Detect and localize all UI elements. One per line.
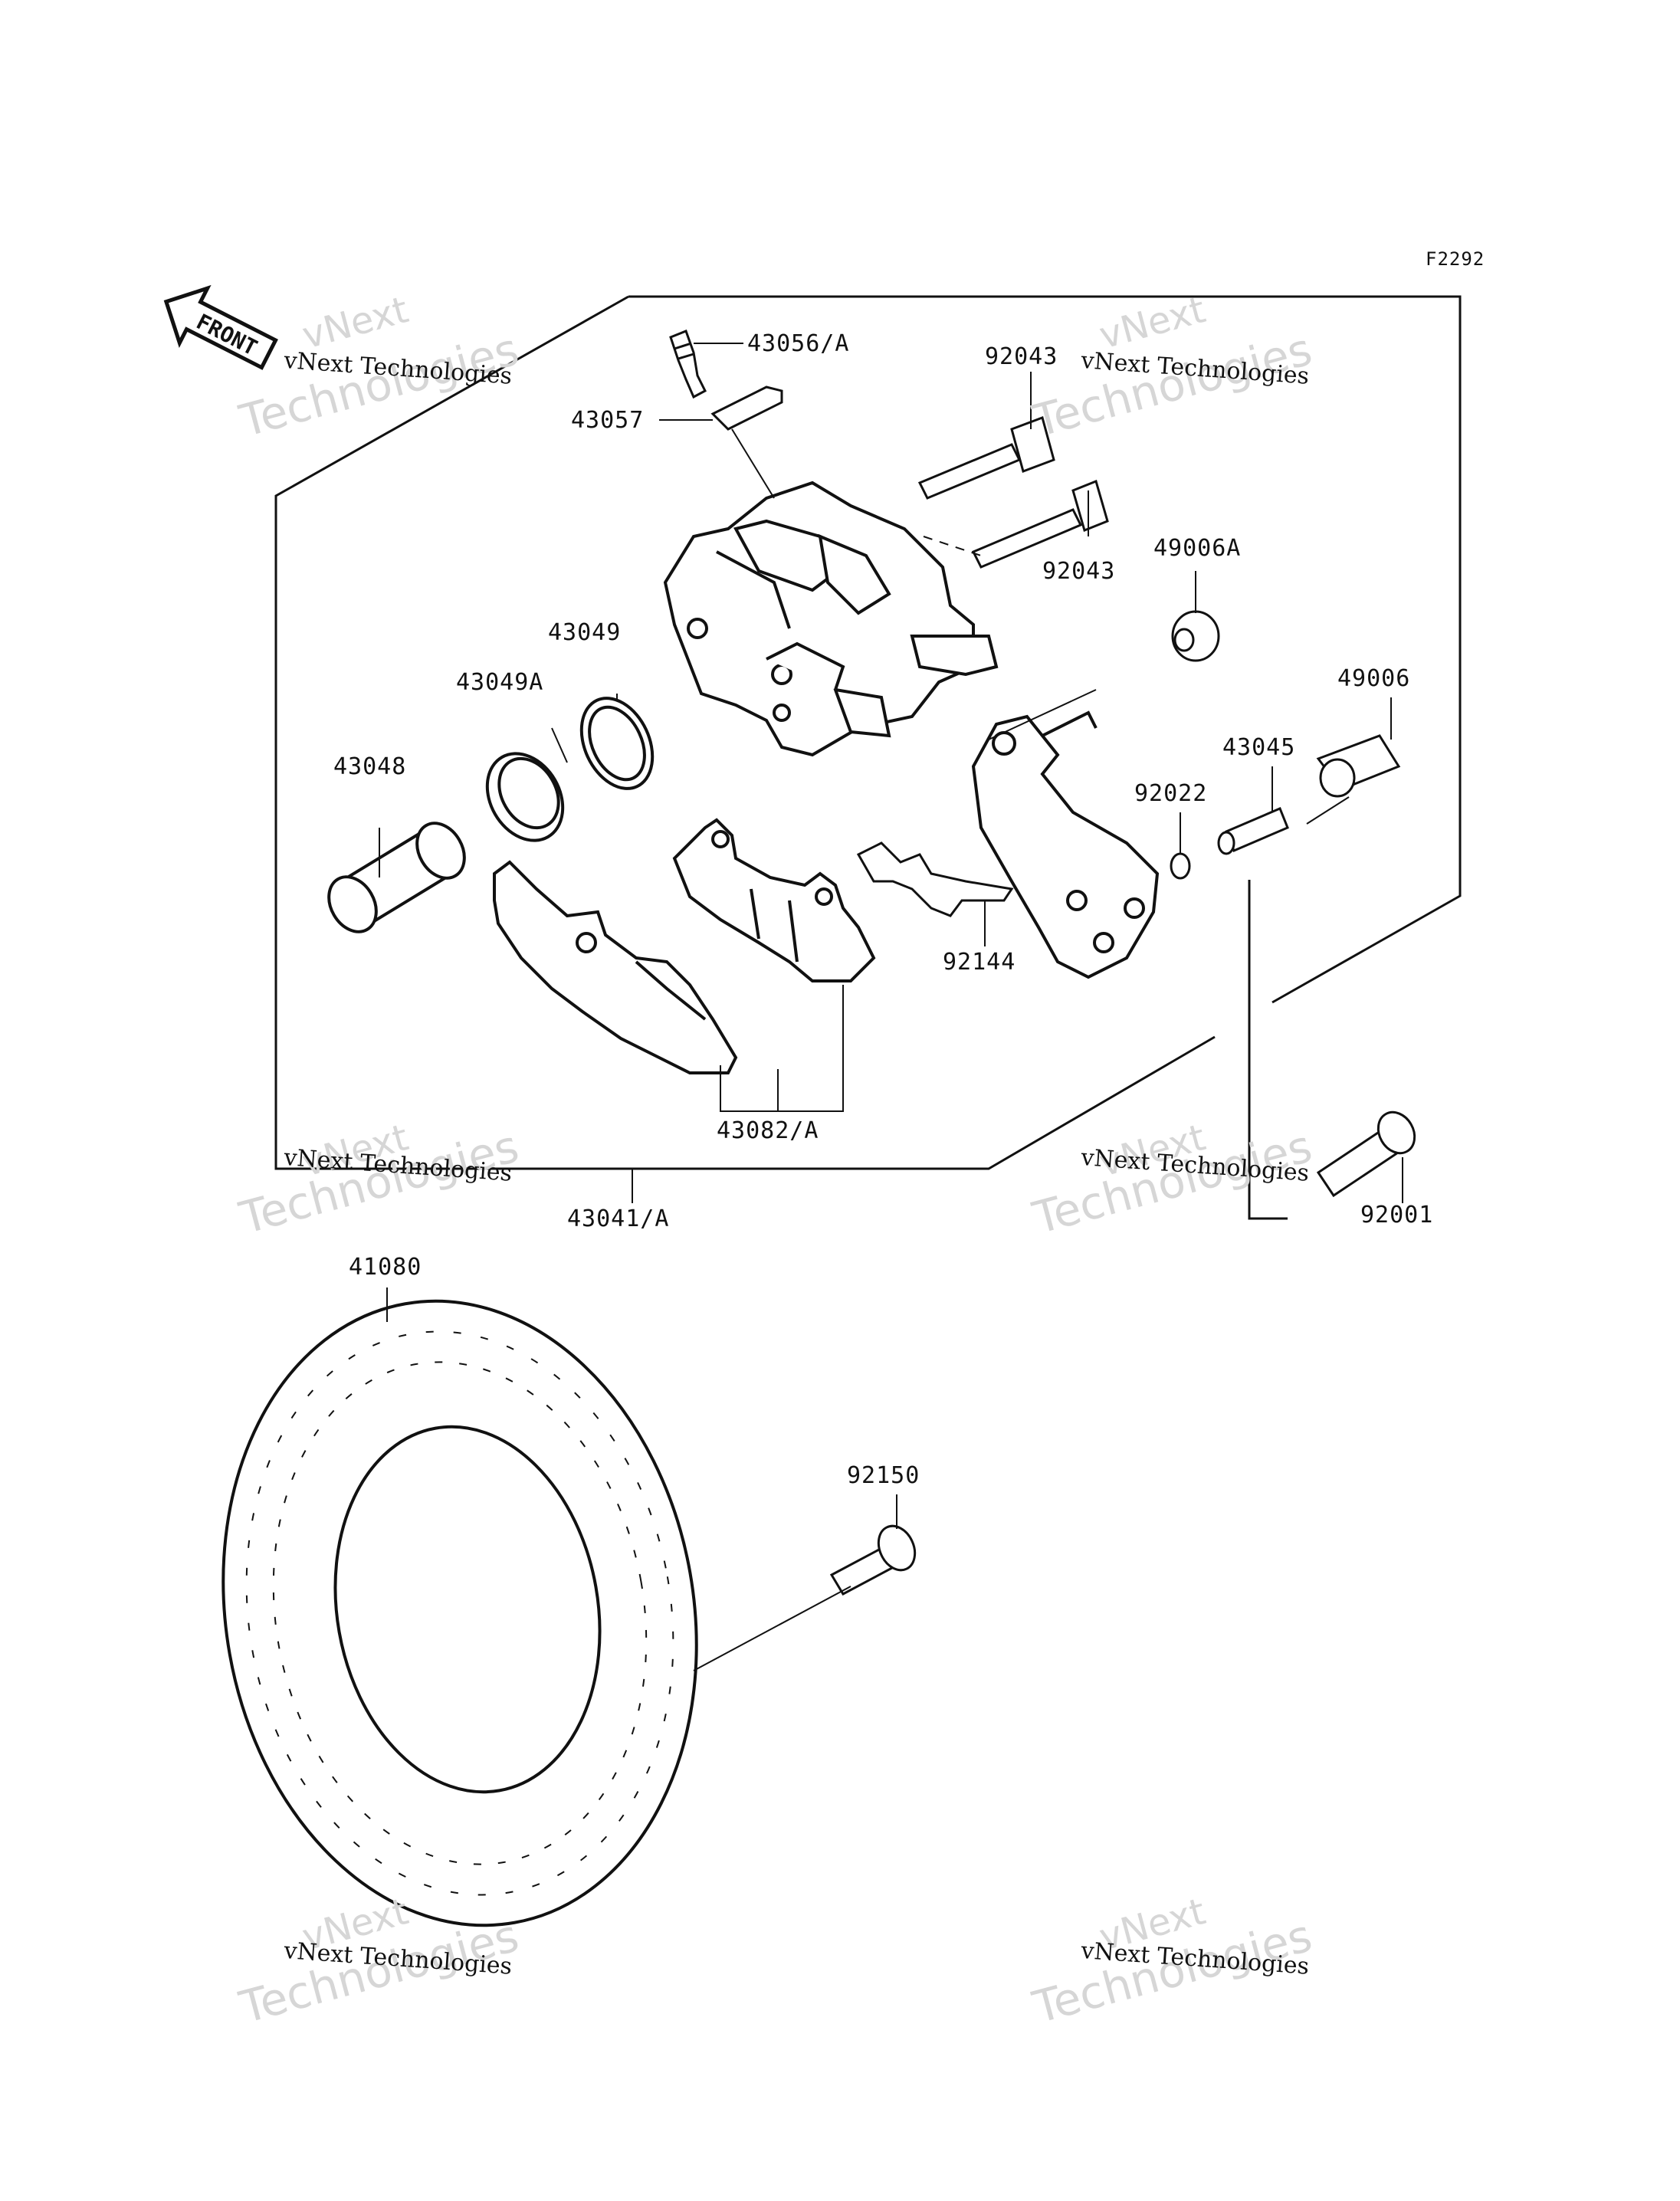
label-92144: 92144 xyxy=(943,949,1016,976)
brake-disc-41080 xyxy=(221,1299,698,1927)
caliper-assembly-outline xyxy=(274,295,1462,1170)
pin-43045 xyxy=(1217,807,1289,855)
bolt-92001-bracket xyxy=(1248,880,1288,1220)
boot-49006 xyxy=(1316,734,1401,798)
label-43041: 43041/A xyxy=(567,1205,669,1232)
pin-92043-upper xyxy=(917,416,1055,500)
figure-code: F2292 xyxy=(1426,248,1485,270)
label-43045: 43045 xyxy=(1222,734,1295,761)
label-43048: 43048 xyxy=(333,753,406,780)
label-92022: 92022 xyxy=(1134,780,1207,807)
watermark-mid-right: vNext Technologies vNext Technologies xyxy=(1027,1116,1317,1245)
label-43049: 43049 xyxy=(548,619,621,646)
label-92001: 92001 xyxy=(1360,1202,1433,1228)
part-labels: 43056/A 43057 92043 92043 49006A 49006 4… xyxy=(333,330,1433,1489)
label-92043-top: 92043 xyxy=(985,343,1058,370)
watermark-vnext: vNext xyxy=(1095,288,1210,357)
label-41080: 41080 xyxy=(349,1254,422,1281)
label-43082: 43082/A xyxy=(717,1117,819,1144)
seal-43049 xyxy=(579,697,655,790)
leader-lines xyxy=(379,343,1403,1671)
brake-pad-inner xyxy=(672,818,876,982)
caliper-bracket xyxy=(971,710,1160,979)
seal-43049a xyxy=(485,752,565,842)
label-92043-mid: 92043 xyxy=(1042,558,1115,585)
piston-43048 xyxy=(327,822,466,933)
pin-92043-lower xyxy=(971,479,1109,569)
watermark-top-right: vNext Technologies vNext Technologies xyxy=(1027,288,1317,448)
watermark-bottom-right: vNext Technologies vNext Technologies xyxy=(1027,1890,1317,2034)
boot-49006a xyxy=(1171,610,1220,662)
label-92150: 92150 xyxy=(847,1462,920,1489)
pad-spring-92144 xyxy=(856,841,1014,917)
watermark-mid-left: vNext Technologies vNext Technologies xyxy=(234,1116,523,1245)
cap-43057 xyxy=(710,385,783,431)
label-43057: 43057 xyxy=(571,407,644,434)
label-49006: 49006 xyxy=(1337,665,1410,692)
watermark-top-left: vNext Technologies vNext Technologies xyxy=(234,288,523,448)
brake-pad-outer xyxy=(493,860,738,1074)
front-arrow-icon: FRONT xyxy=(163,284,278,370)
bolt-92001 xyxy=(1316,1110,1416,1198)
caliper-body xyxy=(663,481,999,757)
bolt-92150 xyxy=(829,1524,917,1596)
watermark-vnext: vNext xyxy=(298,288,413,357)
label-43049a: 43049A xyxy=(456,669,543,696)
label-49006a: 49006A xyxy=(1153,535,1241,562)
label-43056: 43056/A xyxy=(747,330,849,357)
washer-92022 xyxy=(1170,852,1191,880)
bleeder-valve-43056 xyxy=(669,330,707,399)
